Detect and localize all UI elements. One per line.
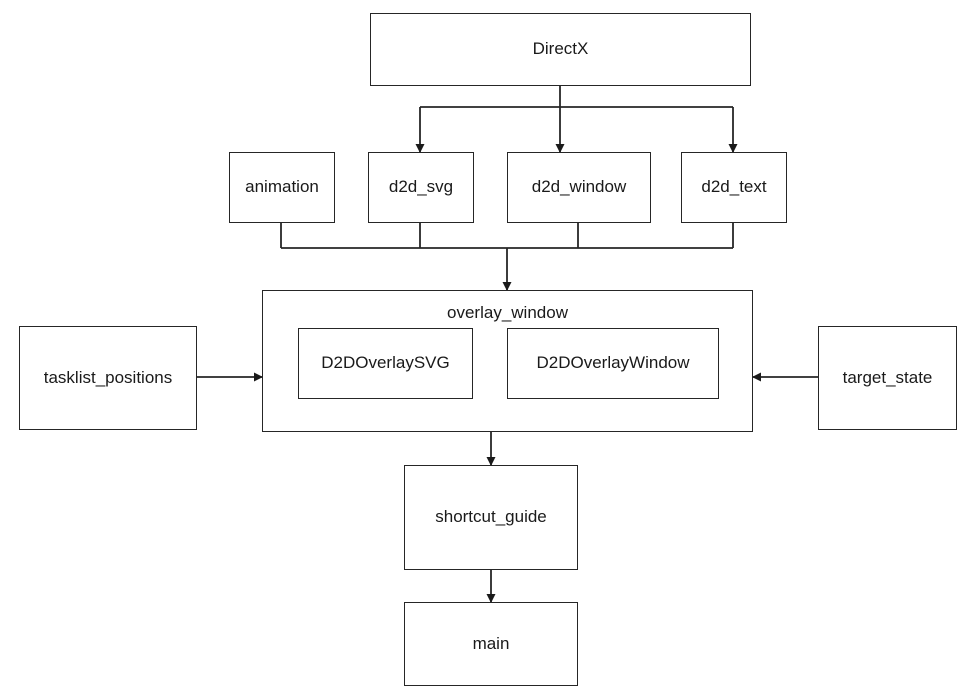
node-target-state-label: target_state (842, 367, 933, 387)
node-animation-label: animation (245, 177, 319, 197)
node-d2d-window[interactable]: d2d_window (507, 152, 651, 223)
node-d2doverlaywindow-label: D2DOverlayWindow (536, 353, 690, 373)
node-tasklist-positions[interactable]: tasklist_positions (19, 326, 197, 430)
node-main-label: main (472, 633, 510, 653)
node-d2d-svg-label: d2d_svg (388, 177, 454, 197)
node-d2d-text-label: d2d_text (701, 177, 767, 197)
node-d2d-svg[interactable]: d2d_svg (368, 152, 474, 223)
node-tasklist-positions-label: tasklist_positions (43, 367, 173, 387)
node-shortcut-guide-label: shortcut_guide (435, 507, 547, 527)
node-d2doverlaysvg[interactable]: D2DOverlaySVG (298, 328, 473, 399)
node-directx-label: DirectX (532, 39, 589, 59)
node-overlay-window-label: overlay_window (447, 303, 568, 322)
node-main[interactable]: main (404, 602, 578, 686)
node-d2doverlaywindow[interactable]: D2DOverlayWindow (507, 328, 719, 399)
node-d2d-text[interactable]: d2d_text (681, 152, 787, 223)
node-d2d-window-label: d2d_window (531, 177, 627, 197)
node-shortcut-guide[interactable]: shortcut_guide (404, 465, 578, 570)
node-target-state[interactable]: target_state (818, 326, 957, 430)
node-d2doverlaysvg-label: D2DOverlaySVG (321, 353, 450, 373)
node-animation[interactable]: animation (229, 152, 335, 223)
node-directx[interactable]: DirectX (370, 13, 751, 86)
